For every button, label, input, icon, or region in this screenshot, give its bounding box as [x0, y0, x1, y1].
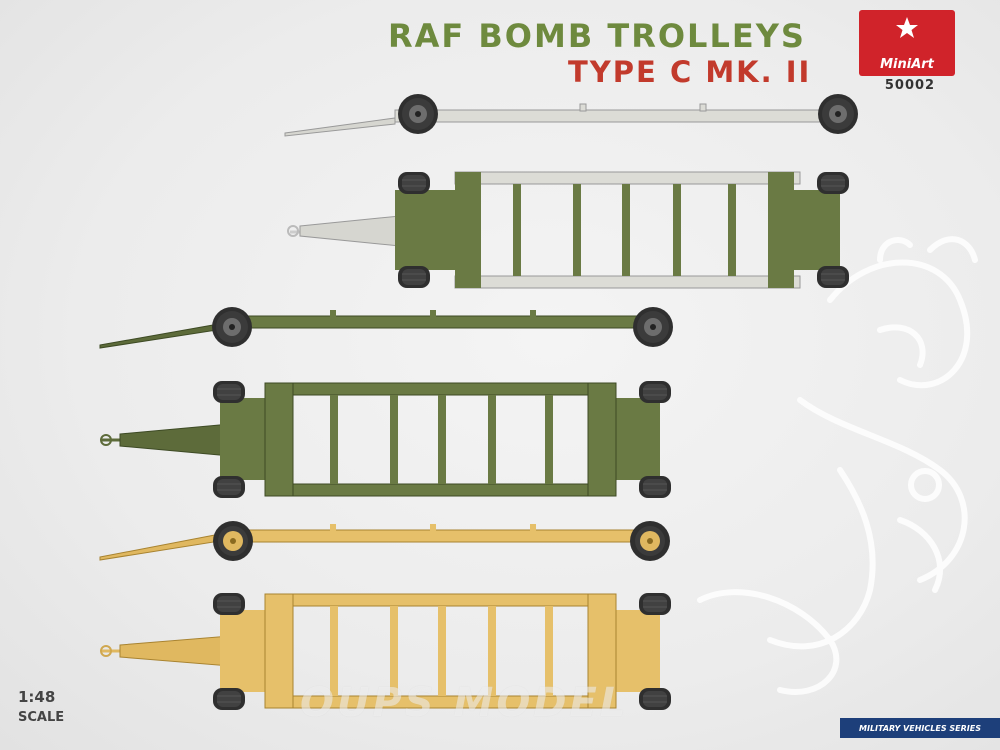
- minart-star-icon: [896, 17, 918, 38]
- logo-text: MiniArt: [880, 57, 934, 72]
- page-title-line2: TYPE C MK. II: [568, 55, 812, 89]
- watermark: OUPS MODEL: [300, 680, 629, 726]
- scale-value: 1:48: [18, 688, 56, 706]
- trolley-white-top-view: [287, 171, 850, 289]
- miniart-logo: MiniArt: [859, 10, 955, 76]
- trolley-olive-side-view: [99, 307, 673, 349]
- trolley-sand-side-view: [99, 521, 670, 561]
- series-badge: MILITARY VEHICLES SERIES: [840, 718, 1000, 738]
- dragon-emblem-icon: [697, 236, 978, 695]
- scale-label: SCALE: [18, 710, 65, 725]
- trolley-white-side-view: [284, 94, 858, 137]
- trolley-sand-top-view: [100, 592, 672, 711]
- catalog-number: 50002: [884, 78, 936, 93]
- page-title-line1: RAF BOMB TROLLEYS: [388, 17, 806, 55]
- trolley-olive-top-view: [100, 380, 672, 499]
